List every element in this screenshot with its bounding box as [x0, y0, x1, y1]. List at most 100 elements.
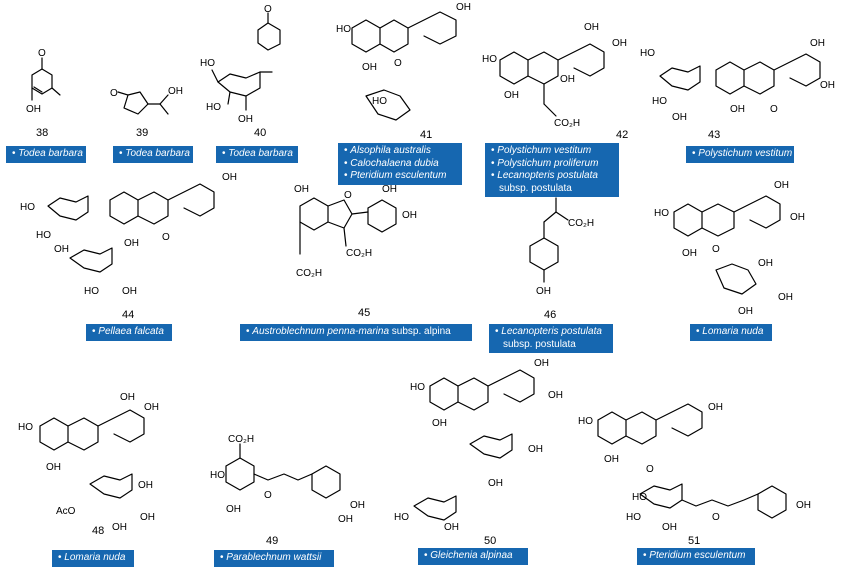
source-badge-49: Parablechnum wattsii: [214, 550, 334, 567]
atom-label: OH: [810, 38, 825, 49]
structure-47: [673, 195, 781, 295]
atom-label: O: [110, 88, 118, 99]
atom-label: AcO: [56, 506, 76, 517]
atom-label: OH: [682, 248, 697, 259]
atom-label: OH: [124, 238, 139, 249]
source-badge-38: Todea barbara: [6, 146, 86, 163]
atom-label: OH: [738, 306, 753, 317]
source-name: Polystichum vestitum: [491, 145, 613, 158]
atom-label: HO: [626, 512, 641, 523]
source-line: Austroblechnum penna-marina subsp. alpin…: [246, 326, 466, 339]
source-badge-40: Todea barbara: [216, 146, 298, 163]
source-name: Lecanopteris postulata: [495, 326, 607, 339]
atom-label: OH: [548, 390, 563, 401]
source-badge-41: Alsophila australis Calochalaena dubia P…: [338, 143, 462, 185]
source-name: Austroblechnum penna-marina: [252, 326, 390, 337]
source-name: Pteridium esculentum: [344, 170, 456, 183]
source-name: Lomaria nuda: [696, 326, 766, 339]
compound-number: 41: [420, 129, 432, 141]
atom-label: OH: [338, 514, 353, 525]
source-badge-43: Polystichum vestitum: [686, 146, 794, 163]
source-name: Calochalaena dubia: [344, 158, 456, 171]
atom-label: OH: [536, 286, 551, 297]
source-name: Gleichenia alpinaa: [424, 550, 522, 563]
atom-label: OH: [120, 392, 135, 403]
source-name: Polystichum vestitum: [692, 148, 792, 161]
atom-label: CO₂H: [228, 434, 254, 445]
source-badge-47: Lomaria nuda: [690, 324, 772, 341]
structure-38: [31, 57, 61, 101]
atom-label: OH: [612, 38, 627, 49]
atom-label: OH: [226, 504, 241, 515]
atom-label: OH: [222, 172, 237, 183]
atom-label: CO₂H: [346, 248, 372, 259]
atom-label: O: [264, 4, 272, 15]
atom-label: OH: [144, 402, 159, 413]
compound-number: 40: [254, 127, 266, 139]
atom-label: HO: [654, 208, 669, 219]
source-subspecies: subsp. postulata: [499, 182, 572, 194]
source-subspecies: subsp. alpina: [389, 326, 451, 337]
atom-label: O: [38, 48, 46, 59]
source-badge-39: Todea barbara: [113, 146, 193, 163]
compound-number: 39: [136, 127, 148, 139]
atom-label: OH: [402, 210, 417, 221]
source-name: Pellaea falcata: [92, 326, 166, 339]
source-name: Polystichum proliferum: [491, 158, 613, 171]
atom-label: O: [712, 512, 720, 523]
atom-label: OH: [294, 184, 309, 195]
atom-label: OH: [488, 478, 503, 489]
atom-label: OH: [238, 114, 253, 125]
source-name: Lomaria nuda: [58, 552, 128, 565]
compound-number: 48: [92, 525, 104, 537]
atom-label: OH: [168, 86, 183, 97]
atom-label: OH: [528, 444, 543, 455]
atom-label: OH: [138, 480, 153, 491]
atom-label: O: [394, 58, 402, 69]
structure-45: [299, 197, 397, 255]
atom-label: HO: [640, 48, 655, 59]
structure-40: [211, 12, 281, 111]
structure-44: [47, 183, 215, 273]
atom-label: HO: [84, 286, 99, 297]
compound-number: 46: [544, 309, 556, 321]
atom-label: HO: [200, 58, 215, 69]
atom-label: O: [646, 464, 654, 475]
structure-51: [597, 403, 787, 519]
atom-label: O: [770, 104, 778, 115]
source-name: Todea barbara: [222, 148, 293, 161]
atom-label: HO: [206, 102, 221, 113]
atom-label: HO: [410, 382, 425, 393]
structure-41: [351, 11, 457, 121]
compound-number: 38: [36, 127, 48, 139]
atom-label: HO: [18, 422, 33, 433]
atom-label: OH: [604, 454, 619, 465]
atom-label: OH: [382, 184, 397, 195]
atom-label: OH: [46, 462, 61, 473]
compound-number: 45: [358, 307, 370, 319]
source-badge-44: Pellaea falcata: [86, 324, 172, 341]
atom-label: OH: [456, 2, 471, 13]
compound-number: 49: [266, 535, 278, 547]
source-subspecies: subsp. postulata: [503, 338, 576, 350]
structure-42: [499, 43, 605, 117]
atom-label: O: [712, 244, 720, 255]
atom-label: OH: [758, 258, 773, 269]
structure-39: [117, 91, 169, 115]
atom-label: OH: [504, 90, 519, 101]
atom-label: HO: [652, 96, 667, 107]
compound-number: 51: [688, 535, 700, 547]
atom-label: HO: [632, 492, 647, 503]
compound-number: 50: [484, 535, 496, 547]
compound-number: 44: [122, 309, 134, 321]
atom-label: HO: [336, 24, 351, 35]
structure-43: [659, 53, 821, 95]
structure-48: [39, 409, 145, 499]
atom-label: HO: [210, 470, 225, 481]
atom-label: OH: [662, 522, 677, 533]
atom-label: OH: [350, 500, 365, 511]
atom-label: OH: [534, 358, 549, 369]
atom-label: HO: [482, 54, 497, 65]
atom-label: O: [264, 490, 272, 501]
